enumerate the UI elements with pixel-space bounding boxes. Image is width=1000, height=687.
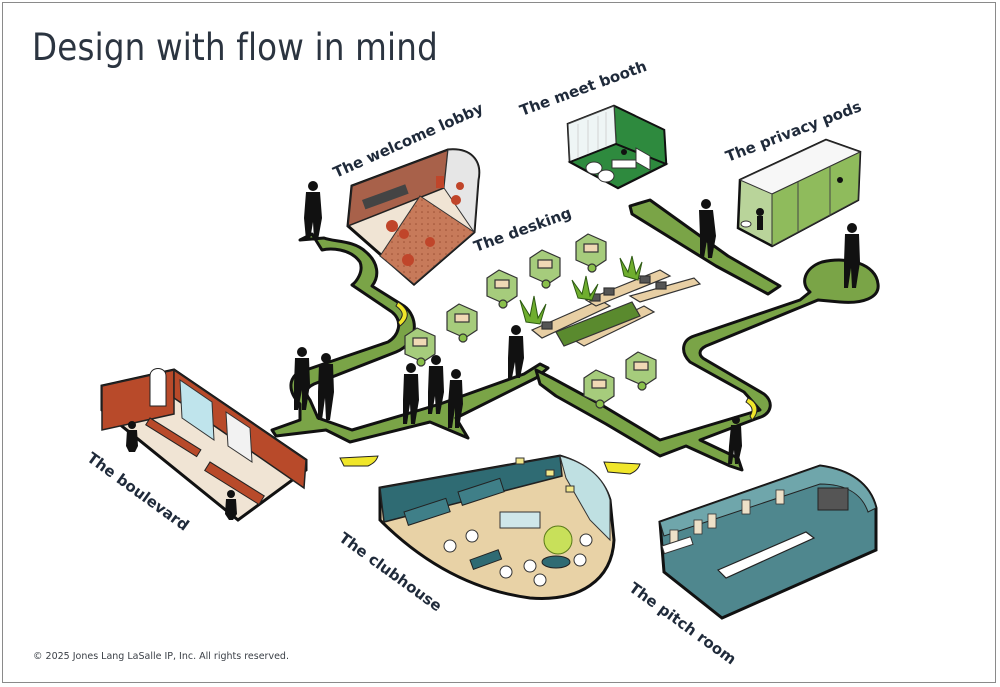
person-icon bbox=[428, 355, 444, 414]
people-silhouettes bbox=[126, 181, 860, 520]
person-icon bbox=[403, 363, 419, 424]
label-desking: The desking bbox=[471, 204, 574, 256]
person-icon bbox=[699, 199, 716, 258]
person-icon bbox=[304, 181, 322, 240]
flow-arrows bbox=[339, 301, 758, 475]
plant-icons bbox=[519, 255, 643, 325]
desk-pods bbox=[404, 233, 657, 409]
boulevard-room bbox=[100, 368, 308, 522]
flow-arrow-icon bbox=[395, 301, 408, 327]
clubhouse-tables bbox=[443, 529, 593, 587]
person-icon bbox=[728, 416, 742, 464]
page-title: Design with flow in mind bbox=[32, 26, 438, 69]
pitch-room-room bbox=[658, 464, 878, 620]
flow-arrow-icon bbox=[603, 461, 641, 475]
flow-arrow-icon bbox=[339, 455, 379, 467]
desking-area bbox=[404, 233, 702, 409]
flow-arrow-icon bbox=[745, 397, 758, 421]
copyright-footer: © 2025 Jones Lang LaSalle IP, Inc. All r… bbox=[33, 651, 289, 662]
path-segment-center bbox=[534, 258, 880, 472]
clubhouse-room bbox=[378, 454, 616, 600]
person-icon bbox=[225, 490, 237, 520]
meet-booth-room bbox=[566, 104, 669, 190]
bench-desks bbox=[530, 269, 702, 347]
welcome-lobby-room bbox=[346, 148, 481, 286]
person-icon bbox=[448, 369, 463, 428]
person-icon bbox=[126, 421, 138, 452]
person-icon bbox=[508, 325, 524, 378]
label-meet-booth: The meet booth bbox=[517, 57, 649, 120]
person-icon bbox=[294, 347, 310, 410]
privacy-pods-room bbox=[736, 138, 862, 248]
person-icon bbox=[318, 353, 334, 420]
person-icon bbox=[844, 223, 860, 288]
